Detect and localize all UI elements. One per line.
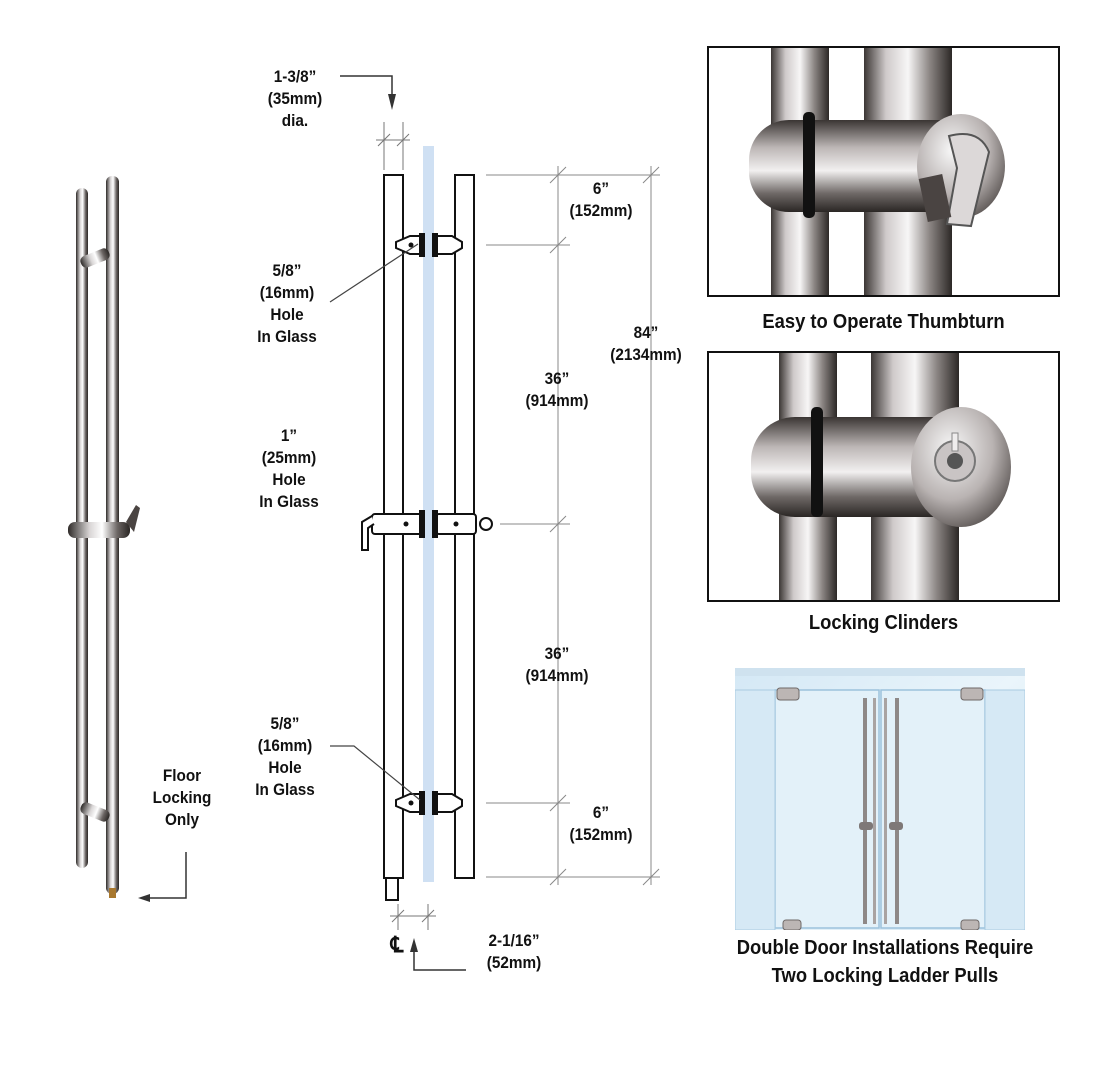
ladder-pull-photo [68,176,140,898]
technical-drawing [329,75,660,971]
thumbturn-lever [126,505,140,532]
lock-body [68,522,130,538]
floor-bolt [109,888,116,898]
hole-middle-label: 1” (25mm) Hole In Glass [259,426,319,511]
standoff-bottom [80,802,110,822]
standoff-dimension [390,904,466,971]
bottom-offset-label: 6” (152mm) [569,803,633,844]
drawing-floor-bolt [385,877,399,901]
cylinder-photo [707,351,1060,602]
drawing-standoff-top [395,233,463,257]
diameter-label: 1-3/8” (35mm) dia. [267,67,323,130]
diameter-dimension [340,75,410,170]
standoff-top [80,248,110,268]
height-dimensions [486,166,660,886]
glass-panel-section [423,146,434,882]
overall-length-label: 84” (2134mm) [610,323,682,364]
hole-top-label: 5/8” (16mm) Hole In Glass [257,261,317,346]
drawing-lock-middle [361,510,493,551]
cylinder-caption: Locking Clinders [808,612,959,634]
thumbturn-caption: Easy to Operate Thumbturn [762,311,1005,333]
standoff-label: 2-1/16” (52mm) [486,931,542,972]
double-door-illustration [735,668,1025,930]
top-offset-label: 6” (152mm) [569,179,633,220]
drawing-standoff-bottom [395,791,463,815]
floor-locking-label: Floor Locking Only [152,766,212,829]
centerline-mark: ℄ [390,932,404,957]
double-door-caption: Double Door Installations Require Two Lo… [736,937,1034,987]
thumbturn-photo [707,46,1060,297]
spacing-lower-label: 36” (914mm) [525,644,589,685]
spacing-upper-label: 36” (914mm) [525,369,589,410]
hole-bottom-label: 5/8” (16mm) Hole In Glass [255,714,315,799]
